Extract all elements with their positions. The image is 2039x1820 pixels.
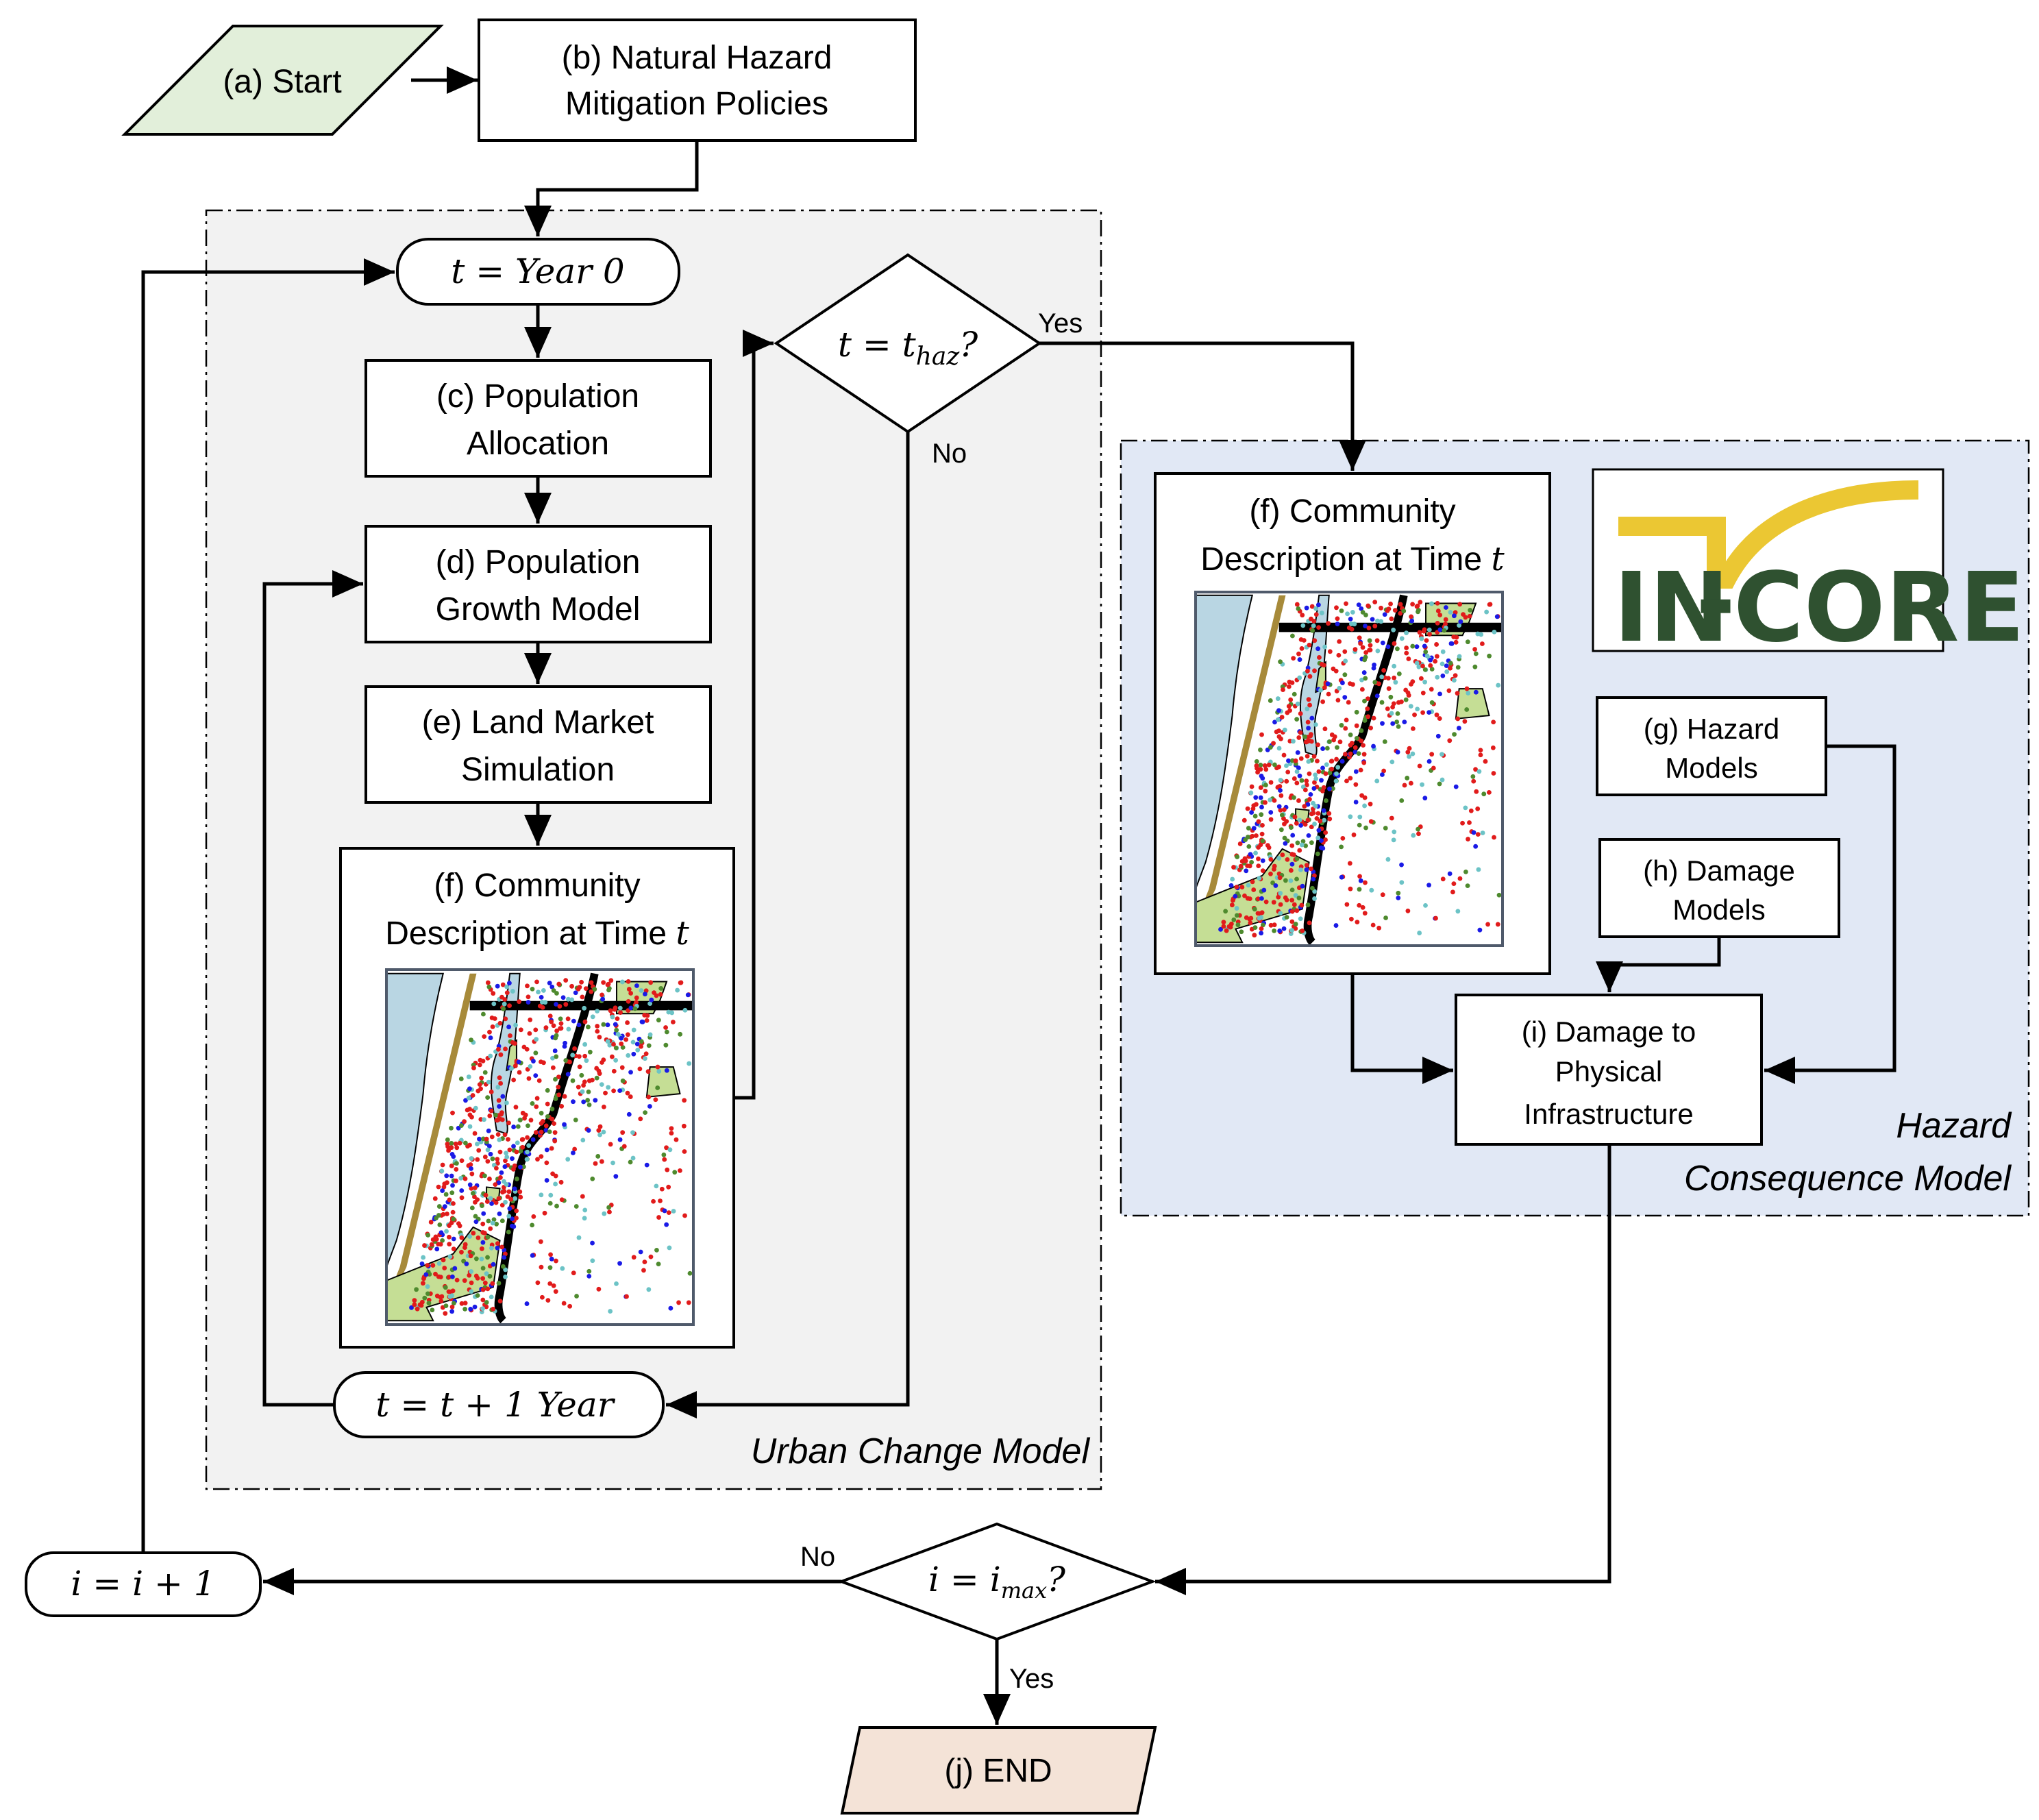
node-f-right-line1: (f) Community [1249,493,1455,530]
node-i-increment[interactable]: i = i + 1 [25,1551,262,1617]
community-map-image [386,974,693,1320]
node-damage-models[interactable]: (h) Damage Models [1598,838,1840,938]
node-t-year0[interactable]: t = Year 0 [396,238,680,306]
node-g-line2: Models [1665,752,1757,784]
node-c-line1: (c) Population [436,378,639,415]
node-h-line2: Models [1672,894,1765,926]
edge-label-thaz-yes: Yes [1038,308,1083,339]
node-f-left-line1: (f) Community [434,868,640,904]
edge-label-thaz-no: No [932,439,967,469]
hazard-region-label-line1: Hazard [1896,1106,2012,1146]
incore-logo-in: IN [1614,552,1729,664]
node-community-description-urban[interactable]: (f) Community Description at Time t [339,847,735,1349]
node-g-line1: (g) Hazard [1644,713,1779,745]
node-f-right-line2: Description at Time t [1200,540,1505,578]
node-e-line2: Simulation [461,752,615,788]
node-d-line1: (d) Population [436,544,641,580]
node-damage-physical-infrastructure[interactable]: (i) Damage to Physical Infrastructure [1455,994,1763,1146]
node-e-line1: (e) Land Market [422,704,654,741]
edge-tnext-to-d [262,570,363,1407]
edge-b-to-t0 [524,140,699,236]
node-i-increment-label: i = i + 1 [71,1564,215,1603]
incore-logo: IN - CORE [1592,468,2025,664]
edge-i-to-imax [1155,1144,1611,1595]
decision-t-haz[interactable]: t = thaz? [774,253,1042,434]
edge-g-to-i [1764,744,1896,1084]
urban-change-region-label: Urban Change Model [751,1431,1091,1471]
node-t-increment[interactable]: t = t + 1 Year [333,1371,665,1438]
node-hazard-models[interactable]: (g) Hazard Models [1596,696,1827,796]
edge-label-imax-yes: Yes [1009,1664,1054,1694]
node-i-line1: (i) Damage to [1522,1016,1696,1048]
edge-thaz-no [666,432,910,1418]
node-community-description-hazard[interactable]: (f) Community Description at Time t [1154,472,1551,975]
edge-f-to-thaz [734,330,774,1100]
node-i-line2: Physical [1555,1055,1662,1087]
edge-fright-to-i [1350,974,1453,1084]
community-map-frame [1194,591,1504,947]
node-i-line3: Infrastructure [1524,1098,1693,1130]
node-d-line2: Growth Model [436,591,641,628]
community-map-image [1196,595,1503,942]
edge-inext-to-t0 [141,258,395,1553]
node-h-line1: (h) Damage [1643,854,1795,887]
node-mitigation-policies[interactable]: (b) Natural Hazard Mitigation Policies [478,19,917,142]
node-b-line2: Mitigation Policies [565,86,828,122]
decision-t-haz-label: t = thaz? [838,325,979,371]
node-population-allocation[interactable]: (c) Population Allocation [364,359,712,478]
edge-h-to-i [1596,937,1721,992]
node-b-line1: (b) Natural Hazard [562,40,832,76]
node-start-label: (a) Start [223,64,341,100]
incore-logo-core: CORE [1733,552,2025,664]
edge-thaz-yes [1039,341,1366,471]
node-end[interactable]: (j) END [840,1726,1157,1815]
node-end-label: (j) END [944,1753,1052,1789]
node-t-year0-label: t = Year 0 [451,251,624,291]
node-start[interactable]: (a) Start [121,25,444,136]
node-population-growth[interactable]: (d) Population Growth Model [364,525,712,643]
community-map-frame [385,968,695,1326]
node-t-increment-label: t = t + 1 Year [375,1385,615,1425]
decision-i-max[interactable]: i = imax? [837,1522,1157,1641]
node-c-line2: Allocation [467,426,609,462]
hazard-region-label-line2: Consequence Model [1684,1159,2012,1198]
incore-logo-dash: - [1696,545,1735,657]
decision-i-max-label: i = imax? [928,1560,1066,1603]
node-land-market[interactable]: (e) Land Market Simulation [364,685,712,804]
node-f-left-line2: Description at Time t [385,914,689,952]
edge-label-imax-no: No [800,1542,835,1572]
